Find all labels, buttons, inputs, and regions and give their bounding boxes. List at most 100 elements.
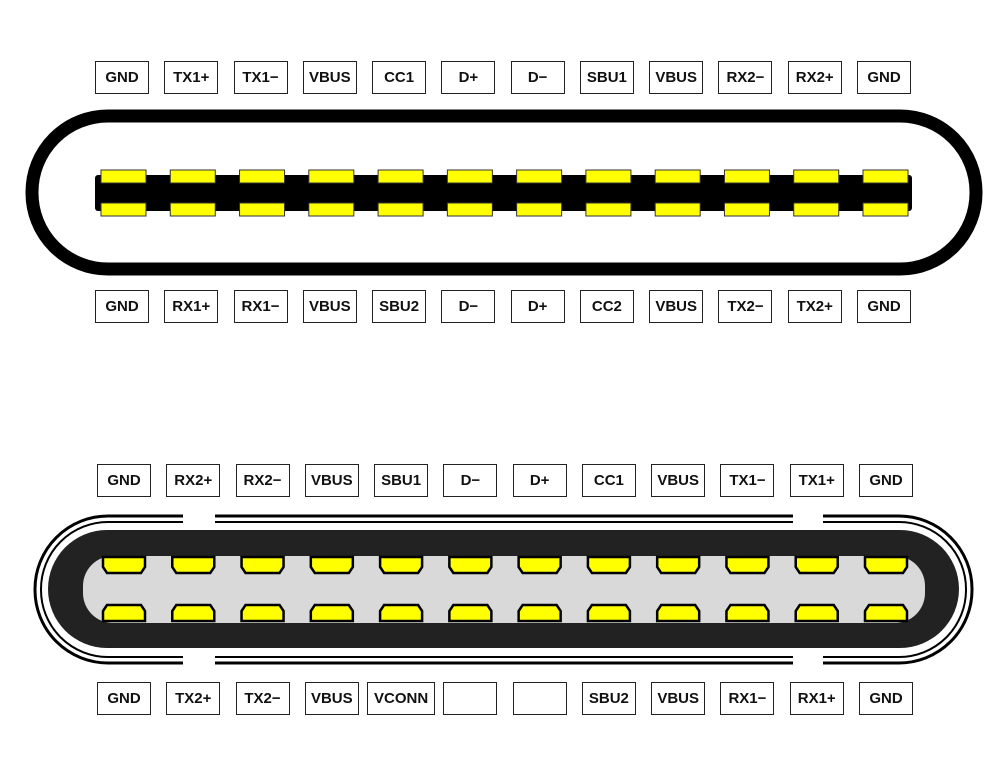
receptacle-top-labels-pin-12: GND — [857, 61, 911, 94]
receptacle-pin-bottom-11 — [793, 202, 840, 217]
receptacle-top-labels-pin-1: GND — [95, 61, 149, 94]
plug-bottom-labels-pin-9: VBUS — [651, 682, 706, 715]
plug-bottom-labels-pin-1: GND — [97, 682, 151, 715]
plug-pin-top-12 — [863, 555, 909, 575]
plug-pin-bottom-4 — [309, 603, 355, 623]
plug-pin-bottom-11 — [794, 603, 839, 623]
plug-pin-bottom-12 — [863, 603, 909, 623]
plug-pin-bottom-7 — [517, 603, 562, 623]
receptacle-pin-bottom-4 — [308, 202, 355, 217]
receptacle-top-labels-pin-7: D− — [510, 61, 565, 94]
receptacle-pin-bottom-9 — [654, 202, 701, 217]
plug-bottom-labels-pin-11: RX1+ — [789, 682, 844, 715]
plug-pin-top-10 — [725, 555, 770, 575]
plug-pin-top-3 — [240, 555, 285, 575]
receptacle-bottom-labels-pin-7: D+ — [510, 290, 565, 323]
plug-bottom-labels-pin-5: VCONN — [367, 682, 436, 715]
plug-pin-top-6 — [448, 555, 493, 575]
receptacle-connector — [25, 109, 983, 276]
receptacle-pin-top-3 — [239, 169, 286, 184]
receptacle-top-labels-pin-10: RX2− — [718, 61, 773, 94]
receptacle-bottom-labels-pin-10: TX2− — [718, 290, 773, 323]
plug-top-labels-pin-8: CC1 — [581, 464, 636, 497]
plug-top-labels-pin-6: D− — [443, 464, 498, 497]
plug-pin-bottom-3 — [240, 603, 285, 623]
plug-top-labels-pin-10: TX1− — [720, 464, 775, 497]
plug-pin-bottom-10 — [725, 603, 770, 623]
receptacle-bottom-labels-pin-9: VBUS — [649, 290, 704, 323]
receptacle-top-labels-pin-2: TX1+ — [164, 61, 219, 94]
plug-bottom-labels-pin-4: VBUS — [304, 682, 359, 715]
receptacle-pin-bottom-6 — [446, 202, 493, 217]
plug-top-labels-pin-1: GND — [97, 464, 151, 497]
receptacle-pin-bottom-8 — [585, 202, 632, 217]
plug-pin-bottom-1 — [101, 603, 147, 623]
plug-pin-bottom-5 — [378, 603, 424, 623]
plug-pin-bottom-9 — [655, 603, 701, 623]
receptacle-top-labels-pin-3: TX1− — [233, 61, 288, 94]
receptacle-pin-top-4 — [308, 169, 355, 184]
plug-top-labels-pin-2: RX2+ — [166, 464, 221, 497]
receptacle-pin-top-1 — [100, 169, 147, 184]
receptacle-top-labels-pin-4: VBUS — [302, 61, 357, 94]
receptacle-top-labels-pin-8: SBU1 — [579, 61, 634, 94]
plug-pin-top-4 — [309, 555, 355, 575]
plug-pin-top-5 — [378, 555, 424, 575]
receptacle-pin-top-11 — [793, 169, 840, 184]
receptacle-pin-top-12 — [862, 169, 909, 184]
receptacle-bottom-labels-pin-3: RX1− — [233, 290, 288, 323]
receptacle-bottom-labels-pin-1: GND — [95, 290, 149, 323]
receptacle-bottom-labels-pin-11: TX2+ — [787, 290, 842, 323]
plug-bottom-labels-pin-12: GND — [859, 682, 913, 715]
receptacle-pin-bottom-2 — [169, 202, 216, 217]
plug-pin-top-1 — [101, 555, 147, 575]
plug-top-labels-pin-12: GND — [859, 464, 913, 497]
receptacle-pin-bottom-7 — [516, 202, 563, 217]
plug-outer-line — [33, 514, 974, 665]
plug-bottom-labels-pin-6 — [443, 682, 498, 715]
plug-cavity — [83, 556, 925, 623]
receptacle-pin-top-6 — [446, 169, 493, 184]
receptacle-pin-bottom-3 — [239, 202, 286, 217]
plug-bottom-labels-pin-10: RX1− — [720, 682, 775, 715]
receptacle-bottom-labels-pin-5: SBU2 — [372, 290, 427, 323]
plug-top-labels-pin-7: D+ — [512, 464, 567, 497]
receptacle-top-labels-pin-9: VBUS — [649, 61, 704, 94]
plug-pin-top-2 — [171, 555, 216, 575]
receptacle-bottom-labels-pin-2: RX1+ — [164, 290, 219, 323]
plug-top-labels-pin-3: RX2− — [235, 464, 290, 497]
plug-pin-top-11 — [794, 555, 839, 575]
plug-pin-top-7 — [517, 555, 562, 575]
plug-bottom-labels-pin-7 — [512, 682, 567, 715]
receptacle-pin-top-8 — [585, 169, 632, 184]
receptacle-pin-bottom-12 — [862, 202, 909, 217]
receptacle-pin-top-10 — [723, 169, 770, 184]
receptacle-bottom-labels-pin-4: VBUS — [302, 290, 357, 323]
receptacle-pin-top-5 — [377, 169, 424, 184]
receptacle-pin-top-7 — [516, 169, 563, 184]
receptacle-pin-bottom-1 — [100, 202, 147, 217]
receptacle-pin-bottom-5 — [377, 202, 424, 217]
plug-pin-bottom-6 — [448, 603, 493, 623]
receptacle-bottom-labels-pin-6: D− — [441, 290, 496, 323]
plug-top-labels-pin-5: SBU1 — [374, 464, 429, 497]
plug-pin-top-8 — [586, 555, 632, 575]
receptacle-tongue — [95, 175, 912, 211]
plug-pin-top-9 — [655, 555, 701, 575]
plug-pin-bottom-8 — [586, 603, 632, 623]
plug-top-labels-pin-4: VBUS — [304, 464, 359, 497]
plug-inner-line — [40, 521, 967, 658]
receptacle-shell — [25, 109, 983, 276]
receptacle-top-labels-pin-6: D+ — [441, 61, 496, 94]
plug-top-labels-pin-11: TX1+ — [789, 464, 844, 497]
plug-bottom-labels-pin-8: SBU2 — [581, 682, 636, 715]
receptacle-top-labels-pin-11: RX2+ — [787, 61, 842, 94]
receptacle-bottom-labels-pin-12: GND — [857, 290, 911, 323]
receptacle-pin-top-2 — [169, 169, 216, 184]
receptacle-pin-top-9 — [654, 169, 701, 184]
plug-connector — [33, 514, 974, 665]
plug-pin-bottom-2 — [171, 603, 216, 623]
plug-bottom-labels-pin-3: TX2− — [235, 682, 290, 715]
plug-bottom-labels-pin-2: TX2+ — [166, 682, 221, 715]
